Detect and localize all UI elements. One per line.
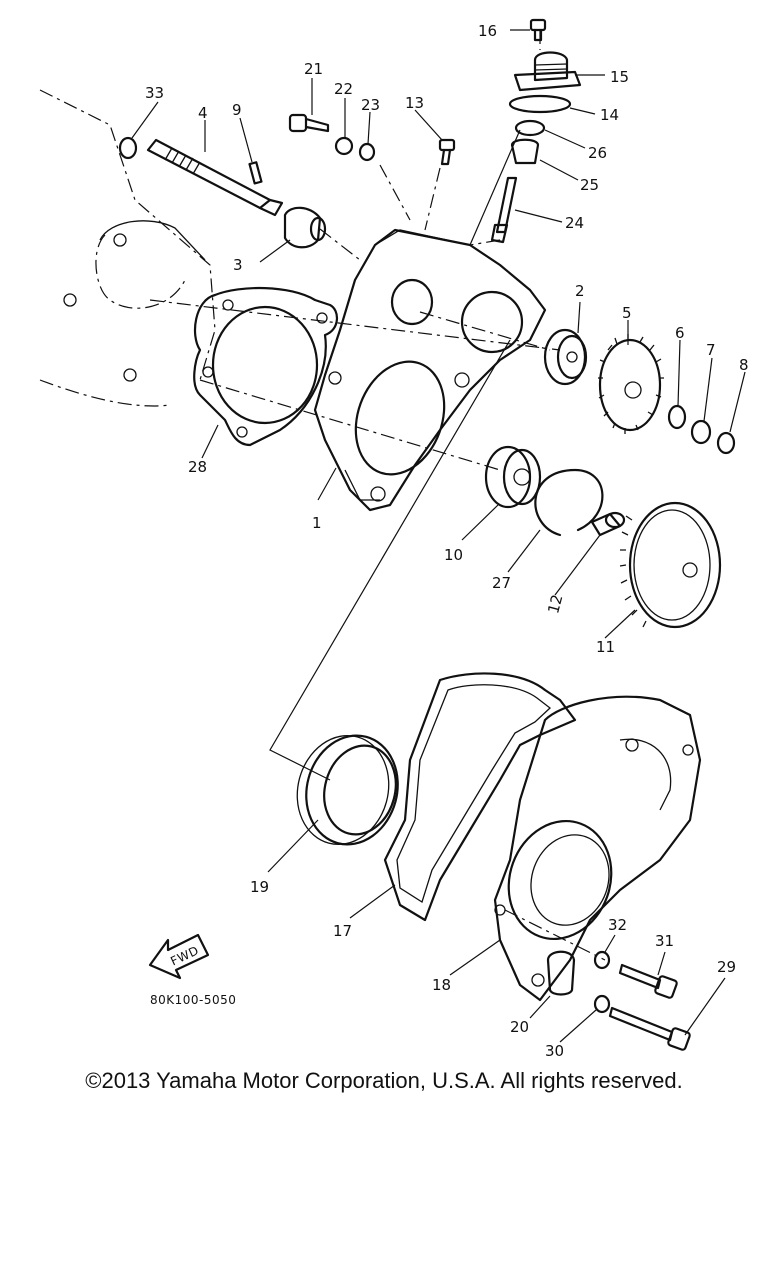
label-16: 16 — [478, 22, 497, 40]
circlip-27 — [534, 468, 604, 537]
label-8: 8 — [739, 356, 749, 374]
label-12: 12 — [544, 592, 566, 615]
bolt-16 — [529, 18, 547, 42]
gasket-28 — [193, 286, 338, 447]
label-10: 10 — [444, 546, 463, 564]
bolt-31 — [618, 963, 678, 999]
label-26: 26 — [588, 144, 607, 162]
leader-lines — [131, 29, 746, 1043]
washer-23 — [358, 142, 376, 162]
label-29: 29 — [717, 958, 736, 976]
dowel-20 — [546, 950, 576, 996]
cover-18 — [493, 695, 702, 1002]
bolt-21 — [288, 113, 330, 133]
label-3: 3 — [233, 256, 243, 274]
label-5: 5 — [622, 304, 632, 322]
label-6: 6 — [675, 324, 685, 342]
washer-32 — [593, 950, 611, 970]
exploded-parts-diagram: FWD 80K100-5050 1 2 3 4 5 6 7 8 9 10 11 … — [39, 18, 749, 1060]
pin-9 — [248, 161, 263, 185]
drawing-code: 80K100-5050 — [150, 993, 236, 1007]
washer-7 — [690, 419, 712, 445]
label-27: 27 — [492, 574, 511, 592]
collar-3 — [283, 206, 327, 249]
gear-11 — [619, 501, 722, 629]
label-21: 21 — [304, 60, 323, 78]
bearing-2 — [543, 328, 588, 386]
label-14: 14 — [600, 106, 619, 124]
label-15: 15 — [610, 68, 629, 86]
assembly-lines — [149, 30, 606, 961]
label-9: 9 — [232, 101, 242, 119]
label-30: 30 — [545, 1042, 564, 1060]
label-20: 20 — [510, 1018, 529, 1036]
label-4: 4 — [198, 104, 208, 122]
gasket-17 — [383, 672, 577, 922]
oil-seal-26 — [514, 119, 546, 137]
label-22: 22 — [334, 80, 353, 98]
label-23: 23 — [361, 96, 380, 114]
label-17: 17 — [333, 922, 352, 940]
washer-6 — [667, 404, 687, 430]
sleeve-15 — [513, 51, 582, 92]
clip-8 — [716, 431, 736, 455]
label-24: 24 — [565, 214, 584, 232]
label-28: 28 — [188, 458, 207, 476]
label-25: 25 — [580, 176, 599, 194]
label-33: 33 — [145, 84, 164, 102]
label-7: 7 — [706, 341, 716, 359]
label-18: 18 — [432, 976, 451, 994]
label-2: 2 — [575, 282, 585, 300]
gasket-14 — [508, 94, 572, 114]
label-13: 13 — [405, 94, 424, 112]
housing-1 — [313, 228, 547, 512]
shaft-4 — [146, 138, 284, 217]
washer-22 — [334, 136, 354, 156]
bearing-10 — [484, 445, 542, 509]
label-31: 31 — [655, 932, 674, 950]
label-1: 1 — [312, 514, 322, 532]
washer-33 — [118, 136, 138, 160]
label-32: 32 — [608, 916, 627, 934]
washer-30 — [593, 994, 611, 1014]
gear-shaft-24 — [490, 176, 518, 244]
bushing-25 — [510, 138, 540, 165]
fwd-arrow-icon: FWD — [148, 933, 210, 980]
oil-seal-19 — [296, 734, 399, 846]
gear-5 — [598, 334, 664, 434]
pin-12 — [590, 511, 626, 537]
label-11: 11 — [596, 638, 615, 656]
part-number-labels: 1 2 3 4 5 6 7 8 9 10 11 12 13 14 15 16 1… — [145, 22, 749, 1060]
bolt-29 — [608, 1006, 691, 1051]
copyright-notice: ©2013 Yamaha Motor Corporation, U.S.A. A… — [85, 1068, 683, 1093]
engine-case-outline — [39, 89, 216, 407]
screw-13 — [438, 138, 456, 166]
label-19: 19 — [250, 878, 269, 896]
